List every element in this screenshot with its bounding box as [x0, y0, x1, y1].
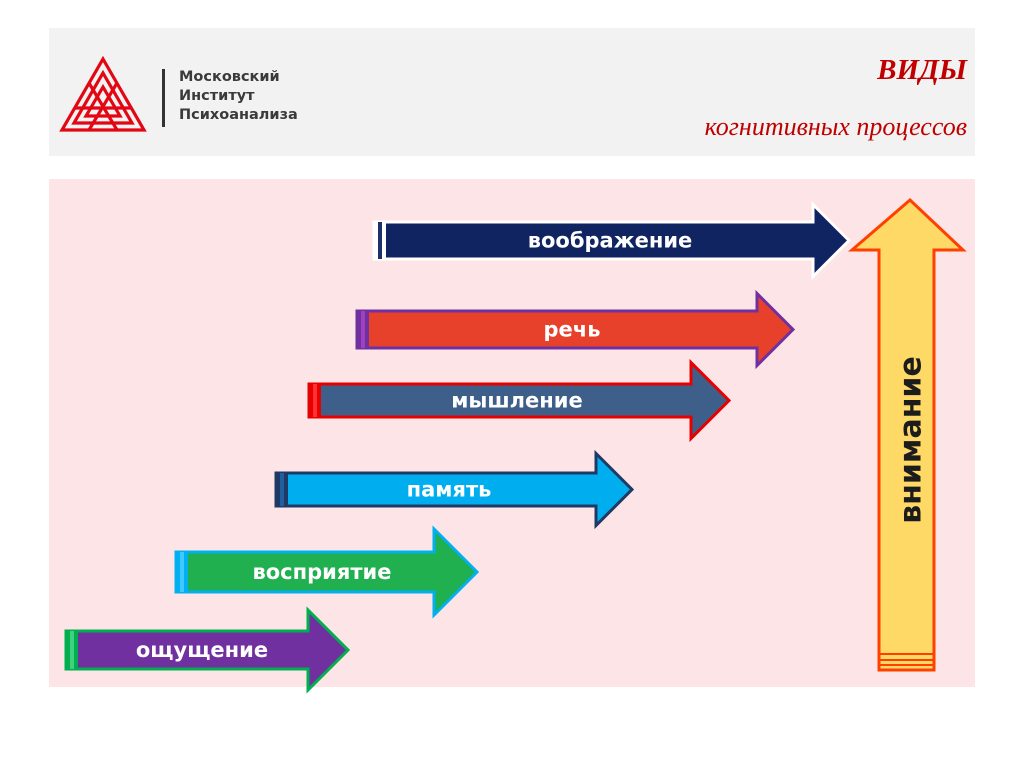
process-arrow-label: мышление	[451, 389, 583, 413]
process-arrow-tail-band	[382, 222, 386, 259]
process-arrow-tail-band	[357, 311, 361, 348]
process-arrow: воображение	[372, 200, 852, 281]
process-arrow-tail-band	[176, 552, 180, 592]
process-arrow-label: ощущение	[136, 638, 268, 662]
process-arrow-tail-band	[184, 552, 188, 592]
process-arrow-tail-band	[365, 311, 369, 348]
process-arrow: восприятие	[174, 525, 480, 619]
process-arrow-shape	[174, 525, 480, 619]
process-arrow-shape	[307, 358, 732, 443]
process-arrow-label: воображение	[528, 229, 693, 253]
process-arrow-label: восприятие	[252, 560, 391, 584]
process-arrow: ощущение	[64, 606, 351, 694]
process-arrow-tail-band	[70, 631, 74, 669]
process-arrow-shape	[274, 449, 635, 530]
process-arrow-label: речь	[544, 318, 601, 342]
process-arrow-shape	[64, 606, 351, 694]
process-arrow-tail-band	[74, 631, 78, 669]
slide-header: Московский Институт Психоанализа ВИДЫ ко…	[49, 28, 975, 156]
institute-name-line-2: Институт	[179, 88, 255, 104]
attention-label: внимание	[894, 356, 929, 524]
process-arrow-tail-band	[378, 222, 382, 259]
process-arrow-tail-band	[280, 473, 284, 506]
slide-title: ВИДЫ	[877, 54, 967, 86]
attention-arrow-shape	[847, 197, 967, 672]
institute-name: Московский Институт Психоанализа	[179, 68, 298, 125]
process-arrow-tail-band	[317, 384, 321, 417]
logo-divider	[162, 69, 165, 127]
process-arrow-tail-band	[276, 473, 280, 506]
process-arrow-tail-band	[66, 631, 70, 669]
process-arrow: мышление	[307, 358, 732, 443]
process-arrow: память	[274, 449, 635, 530]
process-arrow-tail-band	[313, 384, 317, 417]
process-arrow-tail-band	[309, 384, 313, 417]
process-arrow-tail-band	[374, 222, 378, 259]
process-arrow-tail-band	[284, 473, 288, 506]
institute-name-line-1: Московский	[179, 69, 280, 85]
process-arrow-shape	[372, 200, 852, 281]
process-arrow-tail-band	[361, 311, 365, 348]
attention-arrow: внимание	[847, 197, 967, 672]
triangle-logo-icon	[59, 56, 147, 132]
slide-subtitle: когнитивных процессов	[704, 112, 967, 141]
process-arrow-shape	[355, 289, 796, 370]
institute-name-line-3: Психоанализа	[179, 107, 298, 123]
process-arrow-label: память	[407, 478, 492, 502]
process-arrow-tail-band	[180, 552, 184, 592]
process-arrows: воображение речь мышление память восприятие о…	[64, 200, 852, 694]
process-arrow: речь	[355, 289, 796, 370]
